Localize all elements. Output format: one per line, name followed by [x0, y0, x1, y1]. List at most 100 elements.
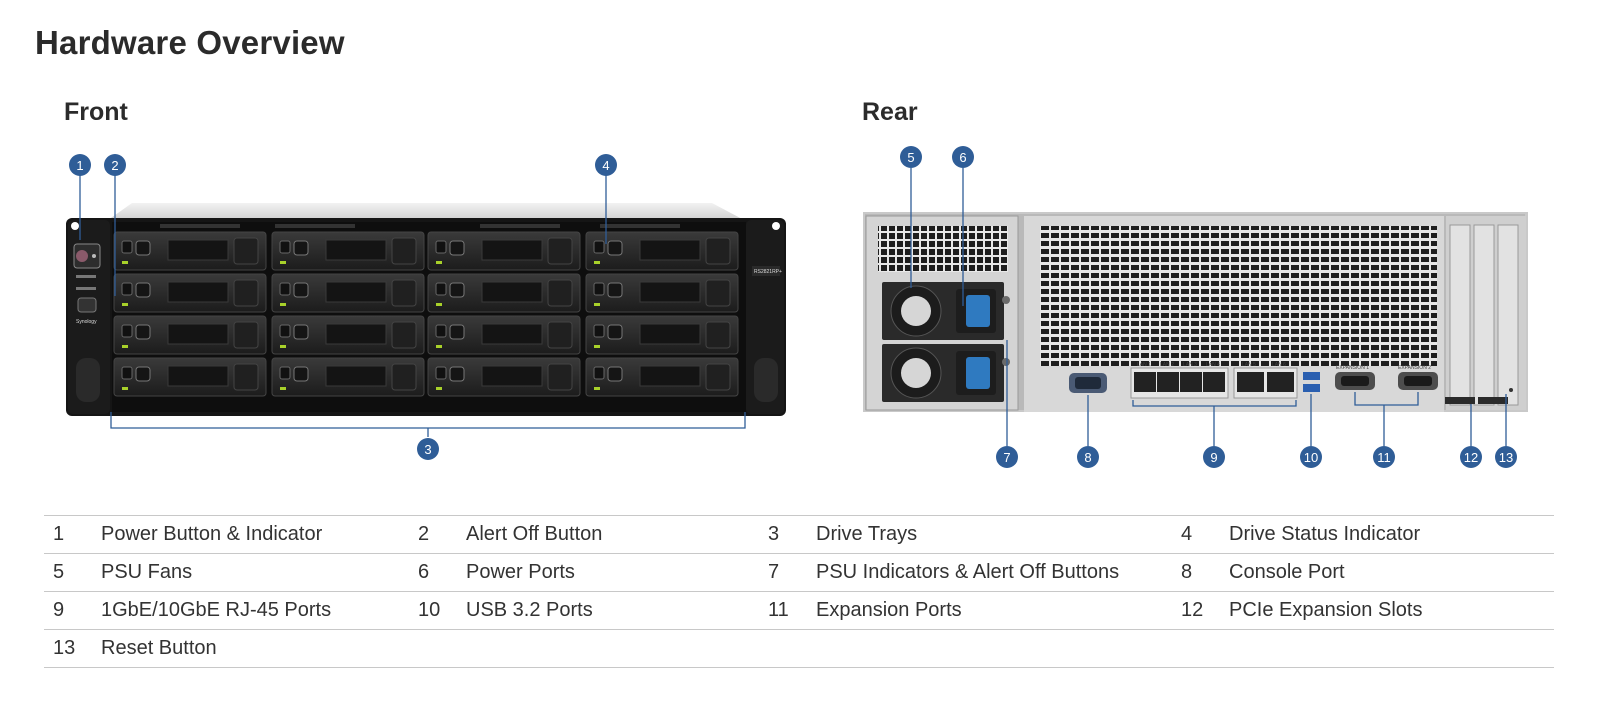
callout-7: 7	[996, 446, 1018, 468]
legend-number: 1	[53, 523, 65, 545]
psu-2	[882, 344, 1004, 402]
callout-10: 10	[1300, 446, 1322, 468]
drive-tray[interactable]	[113, 231, 267, 271]
svg-text:13: 13	[1499, 450, 1513, 465]
legend-label: Power Button & Indicator	[101, 523, 323, 545]
lan2-label: LAN 2	[1160, 362, 1174, 368]
drive-tray[interactable]	[427, 357, 581, 397]
drive-tray[interactable]	[427, 231, 581, 271]
front-right-panel: RS2821RP+	[746, 220, 784, 414]
drive-status-led	[122, 345, 128, 348]
svg-text:7: 7	[1003, 450, 1010, 465]
drive-status-led	[594, 261, 600, 264]
legend-row: 13 Reset Button	[44, 629, 1554, 668]
drive-status-led	[436, 303, 442, 306]
drive-tray[interactable]	[427, 315, 581, 355]
drive-tray[interactable]	[585, 231, 739, 271]
drive-status-led	[280, 387, 286, 390]
legend-item: 13 Reset Button	[44, 637, 409, 660]
svg-text:1: 1	[76, 158, 83, 173]
svg-text:12: 12	[1464, 450, 1478, 465]
drive-tray[interactable]	[585, 357, 739, 397]
expansion2-label: EXPANSION 2	[1398, 365, 1431, 371]
legend-item: 1 Power Button & Indicator	[44, 523, 409, 546]
callout-12: 12	[1460, 446, 1482, 468]
svg-text:9: 9	[1210, 450, 1217, 465]
drive-status-led	[436, 345, 442, 348]
drive-status-led	[280, 345, 286, 348]
rear-section-title: Rear	[862, 98, 918, 126]
drive-status-led	[280, 261, 286, 264]
legend-number: 8	[1181, 561, 1193, 583]
callout-4: 4	[595, 154, 617, 176]
front-left-panel: Synology	[68, 220, 110, 414]
drive-tray[interactable]	[271, 315, 425, 355]
drive-tray[interactable]	[113, 357, 267, 397]
drive-tray[interactable]	[585, 315, 739, 355]
drive-tray[interactable]	[271, 273, 425, 313]
lan6-label: LAN 6	[1272, 362, 1286, 368]
legend-label: Drive Status Indicator	[1229, 523, 1421, 545]
legend-label: Reset Button	[101, 637, 217, 659]
drive-status-led	[594, 303, 600, 306]
callout-1: 1	[69, 154, 91, 176]
drive-tray[interactable]	[271, 357, 425, 397]
expansion1-label: EXPANSION 1	[1336, 365, 1369, 371]
legend-label: PSU Indicators & Alert Off Buttons	[816, 561, 1120, 583]
legend-item: 9 1GbE/10GbE RJ-45 Ports	[44, 599, 409, 622]
drive-tray[interactable]	[271, 231, 425, 271]
lan5-label: LAN 5	[1242, 362, 1256, 368]
legend-label: 1GbE/10GbE RJ-45 Ports	[101, 599, 332, 621]
power-button-icon[interactable]	[76, 250, 88, 262]
drive-status-led	[436, 387, 442, 390]
legend-number: 10	[418, 599, 441, 621]
drive-status-led	[122, 261, 128, 264]
legend-number: 12	[1181, 599, 1204, 621]
psu-1	[882, 282, 1004, 340]
legend-label: Expansion Ports	[816, 599, 962, 621]
alert-off-button[interactable]	[77, 297, 97, 313]
drive-tray[interactable]	[113, 315, 267, 355]
drive-status-led	[436, 261, 442, 264]
front-section-title: Front	[64, 98, 128, 126]
rear-chassis: LAN 1 LAN 2 LAN 3 LAN 4 LAN 5 LAN 6 EXPA…	[863, 212, 1528, 412]
callout-11: 11	[1373, 446, 1395, 468]
legend-label: Power Ports	[466, 561, 575, 583]
legend-label: PSU Fans	[101, 561, 193, 583]
pcie-slots	[1445, 216, 1526, 410]
leader-lines	[79, 168, 1507, 446]
legend-number: 13	[53, 637, 76, 659]
expansion-ports: EXPANSION 1 EXPANSION 2	[1335, 365, 1438, 390]
drive-trays	[113, 231, 739, 397]
legend-table: 1 Power Button & Indicator 2 Alert Off But…	[44, 515, 1554, 668]
svg-text:2: 2	[111, 158, 118, 173]
legend-label: PCIe Expansion Slots	[1229, 599, 1423, 621]
legend-label: USB 3.2 Ports	[466, 599, 593, 621]
legend-number: 9	[53, 599, 65, 621]
legend-number: 6	[418, 561, 430, 583]
lan4-label: LAN 4	[1206, 362, 1220, 368]
legend-item: 2 Alert Off Button	[409, 523, 759, 546]
callout-2: 2	[104, 154, 126, 176]
drive-tray[interactable]	[113, 273, 267, 313]
front-brand-label: Synology	[76, 319, 97, 325]
psu-bay	[865, 215, 1019, 411]
hardware-diagram: Synology RS2821RP+	[66, 146, 1528, 468]
callout-3: 3	[417, 438, 439, 460]
svg-text:4: 4	[602, 158, 609, 173]
drive-tray[interactable]	[585, 273, 739, 313]
drive-tray[interactable]	[427, 273, 581, 313]
reset-button[interactable]	[1509, 388, 1513, 392]
svg-text:8: 8	[1084, 450, 1091, 465]
rear-vent	[1040, 226, 1437, 366]
legend-number: 2	[418, 523, 430, 545]
legend-label: Alert Off Button	[466, 523, 603, 545]
callout-5: 5	[900, 146, 922, 168]
legend-item: 10 USB 3.2 Ports	[409, 599, 759, 622]
